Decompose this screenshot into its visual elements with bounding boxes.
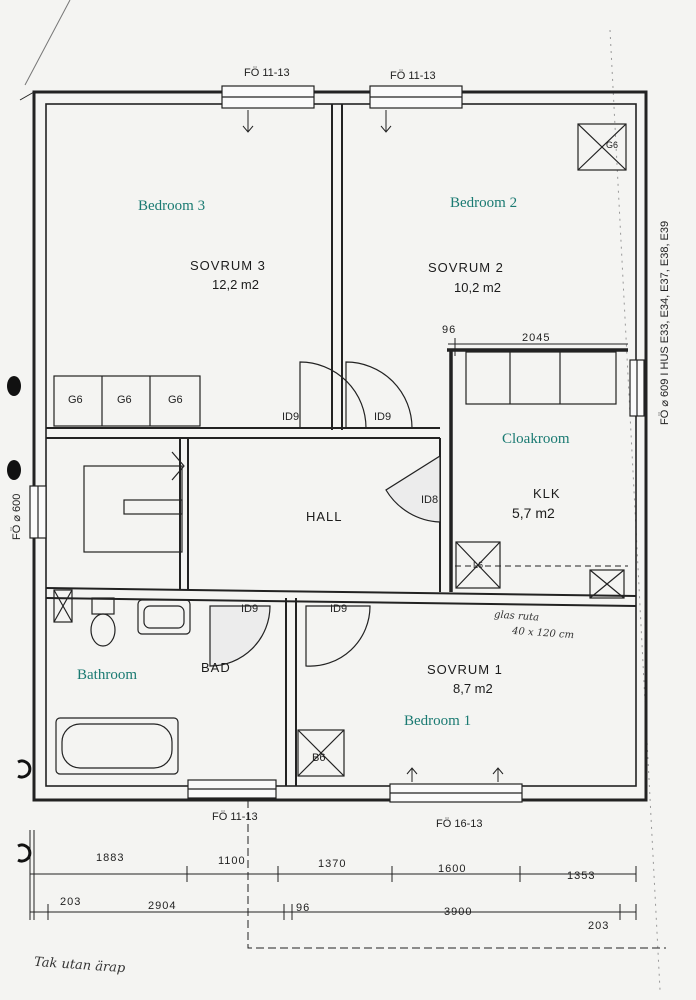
dim-row1-4: 1600: [438, 863, 467, 875]
wardrobe-code-1: G6: [68, 394, 83, 406]
window-code-bottom-left: FÖ 11-13: [212, 811, 258, 823]
door-code-bad: ID9: [241, 603, 259, 615]
sovrum2-name: SOVRUM 2: [428, 260, 504, 275]
sovrum3-name: SOVRUM 3: [190, 258, 266, 273]
klk-area: 5,7 m2: [512, 505, 555, 521]
window-arrows: [242, 110, 504, 782]
dim-row2-1: 203: [60, 896, 82, 908]
door-code-hall-klk: ID8: [421, 494, 439, 506]
bedroom3-label: Bedroom 3: [138, 198, 206, 214]
window-code-bottom-right: FÖ 16-13: [436, 818, 483, 830]
door-code-s3: ID9: [282, 411, 300, 423]
hall-name: HALL: [306, 509, 343, 524]
window-code-top-left: FÖ 11-13: [244, 67, 290, 79]
wardrobe-code-3: G6: [168, 394, 183, 406]
dim-row2-2: 2904: [148, 900, 177, 912]
fixture-code-g6-corner: G6: [606, 140, 619, 150]
crossed-fixtures: [53, 123, 627, 777]
window-code-left: FÖ ⌀ 600: [11, 493, 23, 540]
wall-markers: [7, 376, 32, 863]
wardrobe-code-2: G6: [117, 394, 132, 406]
doors: [209, 361, 441, 667]
window-code-right: FÖ ⌀ 609 I HUS E33, E34, E37, E38, E39: [659, 220, 671, 425]
sovrum3-area: 12,2 m2: [212, 277, 259, 292]
dim-row1-3: 1370: [318, 858, 347, 870]
door-code-s2: ID9: [374, 411, 392, 423]
door-code-s1: ID9: [330, 603, 348, 615]
fixture-code-b6: B6: [312, 752, 326, 764]
dimension-lines: [29, 338, 666, 949]
bedroom1-label: Bedroom 1: [404, 713, 472, 729]
dim-2045: 2045: [522, 332, 551, 344]
dim-96-top: 96: [442, 324, 457, 336]
cloakroom-label: Cloakroom: [502, 431, 570, 447]
wardrobes: [53, 351, 617, 427]
sovrum2-area: 10,2 m2: [454, 280, 501, 295]
windows: [29, 85, 645, 803]
dim-row1-5: 1353: [567, 870, 596, 882]
dim-row1-2: 1100: [218, 855, 246, 867]
hall-cupboard: [83, 451, 185, 553]
bad-name: BAD: [201, 660, 231, 675]
dim-row2-3: 96: [296, 902, 311, 914]
scan-edge-line: [24, 0, 71, 86]
scan-border-line: [609, 29, 661, 991]
bedroom2-label: Bedroom 2: [450, 195, 518, 211]
sovrum1-name: SOVRUM 1: [427, 662, 503, 677]
sovrum1-area: 8,7 m2: [453, 681, 493, 696]
klk-name: KLK: [533, 486, 561, 501]
window-code-top-right: FÖ 11-13: [390, 70, 436, 82]
fixture-code-l6: L6: [473, 560, 484, 570]
dim-row2-4: 3900: [444, 906, 473, 918]
dim-row1-1: 1883: [96, 852, 125, 864]
bathroom-label: Bathroom: [77, 667, 137, 683]
bathroom-fixtures: [55, 597, 191, 775]
dim-row2-5: 203: [588, 920, 610, 932]
